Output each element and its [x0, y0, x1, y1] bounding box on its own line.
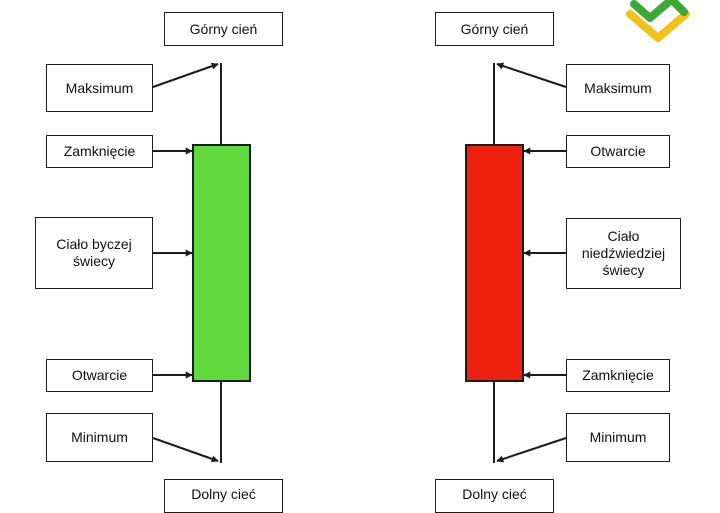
bullish-body-label: Ciało byczej świecy	[35, 217, 153, 289]
bearish-open-text: Otwarcie	[590, 143, 646, 159]
bullish-close-text: Zamknięcie	[63, 143, 136, 159]
brand-logo-icon	[626, 0, 690, 42]
bearish-body-text: Ciało niedźwiedziej świecy	[581, 228, 666, 278]
bearish-close-label: Zamknięcie	[566, 359, 670, 392]
bearish-minimum-label: Minimum	[566, 413, 670, 462]
bearish-maximum-label: Maksimum	[566, 64, 670, 112]
bullish-upper-shadow-label: Górny cień	[164, 12, 283, 46]
bearish-candle-body	[465, 144, 524, 382]
candlestick-diagram	[152, 62, 567, 463]
bearish-lower-shadow-text: Dolny cieć	[462, 486, 527, 502]
bearish-body-label: Ciało niedźwiedziej świecy	[566, 218, 681, 289]
bearish-upper-shadow-label: Górny cień	[435, 12, 554, 46]
bullish-lower-shadow-text: Dolny cieć	[191, 486, 256, 502]
bearish-close-text: Zamknięcie	[582, 367, 654, 383]
bullish-lower-shadow-label: Dolny cieć	[164, 479, 283, 513]
bearish-lower-shadow-label: Dolny cieć	[435, 479, 554, 513]
bearish-maximum-text: Maksimum	[584, 79, 652, 96]
bullish-open-label: Otwarcie	[46, 359, 153, 392]
bearish-open-label: Otwarcie	[566, 135, 670, 168]
arrow-bullish-minimum	[152, 437, 219, 463]
arrow-bearish-maximum	[496, 62, 567, 88]
bullish-maximum-text: Maksimum	[65, 79, 134, 96]
arrow-bearish-minimum	[496, 437, 567, 463]
bearish-minimum-text: Minimum	[589, 429, 647, 445]
arrow-bullish-maximum	[152, 62, 219, 88]
bullish-minimum-text: Minimum	[71, 429, 128, 445]
bullish-upper-shadow-text: Górny cień	[189, 20, 258, 37]
bullish-close-label: Zamknięcie	[46, 135, 153, 168]
bullish-minimum-label: Minimum	[46, 413, 153, 462]
bullish-maximum-label: Maksimum	[46, 64, 153, 112]
bullish-body-text: Ciało byczej świecy	[56, 236, 132, 269]
bearish-upper-shadow-text: Górny cień	[460, 20, 529, 37]
bullish-candle-body	[192, 144, 251, 382]
bullish-open-text: Otwarcie	[71, 367, 128, 383]
